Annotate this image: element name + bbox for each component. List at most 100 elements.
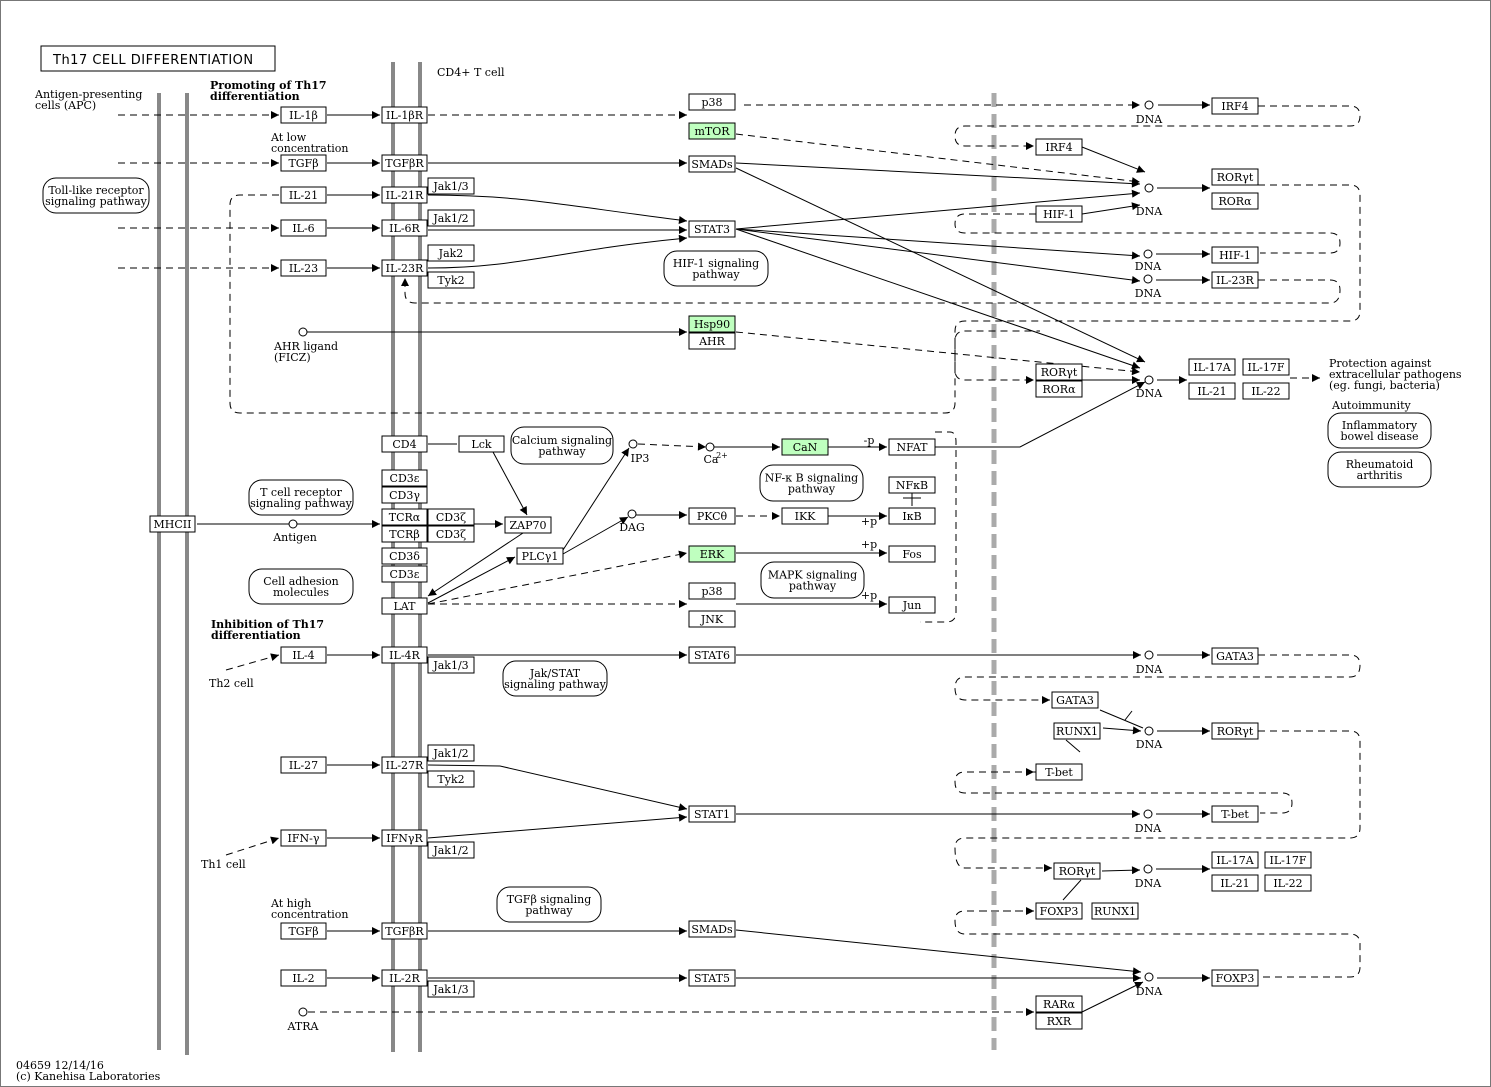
gene-jak12a[interactable]: Jak1/2 — [427, 209, 475, 227]
gene-gata3b[interactable]: GATA3 — [1051, 691, 1099, 709]
gene-cd3g[interactable]: CD3γ — [381, 486, 428, 504]
gene-foxp3a[interactable]: FOXP3 — [1035, 902, 1083, 920]
gene-il23rb[interactable]: IL-23R — [1211, 271, 1259, 289]
gene-rora2[interactable]: RORα — [1035, 380, 1083, 398]
gene-hif1b[interactable]: HIF-1 — [1211, 246, 1259, 264]
gene-jak13b[interactable]: Jak1/3 — [427, 656, 475, 674]
gene-il27r[interactable]: IL-27R — [381, 756, 428, 774]
gene-jak12c[interactable]: Jak1/2 — [427, 841, 475, 859]
gene-runx1b[interactable]: RUNX1 — [1091, 902, 1139, 920]
gene-mtor[interactable]: mTOR — [688, 122, 736, 140]
gene-tgfb2[interactable]: TGFβ — [280, 922, 327, 940]
gene-smads2[interactable]: SMADs — [688, 920, 736, 938]
gene-stat1[interactable]: STAT1 — [688, 805, 736, 823]
gene-plcg1[interactable]: PLCγ1 — [516, 547, 564, 565]
gene-jun[interactable]: Jun — [888, 596, 936, 614]
gene-cd3e2[interactable]: CD3ε — [381, 565, 428, 583]
gene-tbet1[interactable]: T-bet — [1035, 763, 1083, 781]
gene-il2r[interactable]: IL-2R — [381, 969, 428, 987]
gene-jak12b[interactable]: Jak1/2 — [427, 744, 475, 762]
gene-tbet2[interactable]: T-bet — [1211, 805, 1259, 823]
gene-il4[interactable]: IL-4 — [280, 646, 327, 664]
gene-il17a1[interactable]: IL-17A — [1188, 358, 1236, 376]
gene-can[interactable]: CaN — [781, 438, 829, 456]
gene-smads1[interactable]: SMADs — [688, 155, 736, 173]
gene-cd3e1[interactable]: CD3ε — [381, 469, 428, 487]
gene-cd3z2[interactable]: CD3ζ — [427, 525, 475, 543]
gene-il27[interactable]: IL-27 — [280, 756, 327, 774]
gene-mhcii[interactable]: MHCII — [149, 515, 196, 533]
gene-tgfbr2[interactable]: TGFβR — [381, 922, 428, 940]
gene-roryt1[interactable]: RORγt — [1211, 168, 1259, 186]
gene-tgfbr1[interactable]: TGFβR — [381, 154, 428, 172]
gene-stat5[interactable]: STAT5 — [688, 969, 736, 987]
gene-foxp3b[interactable]: FOXP3 — [1211, 969, 1259, 987]
gene-jak13c[interactable]: Jak1/3 — [427, 980, 475, 998]
gene-tyk2a[interactable]: Tyk2 — [427, 271, 475, 289]
gene-tyk2b[interactable]: Tyk2 — [427, 770, 475, 788]
gene-tcrb[interactable]: TCRβ — [381, 525, 428, 543]
gene-hif1a[interactable]: HIF-1 — [1035, 205, 1083, 223]
gene-ikk[interactable]: IKK — [781, 507, 829, 525]
gene-il6r[interactable]: IL-6R — [381, 219, 428, 237]
gene-il23r[interactable]: IL-23R — [381, 259, 428, 277]
gene-rxr[interactable]: RXR — [1035, 1012, 1083, 1030]
gene-rara[interactable]: RARα — [1035, 995, 1083, 1013]
gene-il6[interactable]: IL-6 — [280, 219, 327, 237]
gene-il4r[interactable]: IL-4R — [381, 646, 428, 664]
gene-runx1a[interactable]: RUNX1 — [1053, 722, 1101, 740]
gene-il22b[interactable]: IL-22 — [1264, 874, 1312, 892]
gene-p38a[interactable]: p38 — [688, 93, 736, 111]
gene-cd4[interactable]: CD4 — [381, 435, 428, 453]
gene-nfkb[interactable]: NFκB — [888, 476, 936, 494]
gene-il22a[interactable]: IL-22 — [1242, 382, 1290, 400]
gene-cd3d[interactable]: CD3δ — [381, 547, 428, 565]
gene-pkct[interactable]: PKCθ — [688, 507, 736, 525]
gene-il21[interactable]: IL-21 — [280, 186, 327, 204]
gene-stat6[interactable]: STAT6 — [688, 646, 736, 664]
gene-jak2[interactable]: Jak2 — [427, 244, 475, 262]
gene-irf4a[interactable]: IRF4 — [1211, 97, 1259, 115]
gene-il1br[interactable]: IL-1βR — [381, 106, 428, 124]
gene-il17a2[interactable]: IL-17A — [1211, 851, 1259, 869]
gene-roryt2[interactable]: RORγt — [1035, 363, 1083, 381]
gene-ikb[interactable]: IκB — [888, 507, 936, 525]
gene-tcra[interactable]: TCRα — [381, 508, 428, 526]
gene-lck[interactable]: Lck — [458, 435, 505, 453]
gene-fos[interactable]: Fos — [888, 545, 936, 563]
gene-il23[interactable]: IL-23 — [280, 259, 327, 277]
gene-stat3[interactable]: STAT3 — [688, 220, 736, 238]
gene-zap70[interactable]: ZAP70 — [504, 516, 552, 534]
gene-hsp90[interactable]: Hsp90 — [688, 315, 736, 333]
gene-ahr[interactable]: AHR — [688, 332, 736, 350]
gene-nfat[interactable]: NFAT — [888, 438, 936, 456]
gene-il21b[interactable]: IL-21 — [1188, 382, 1236, 400]
gene-irf4b[interactable]: IRF4 — [1035, 138, 1083, 156]
gene-cd3z1[interactable]: CD3ζ — [427, 508, 475, 526]
gene-il17f2[interactable]: IL-17F — [1264, 851, 1312, 869]
gene-il17f1[interactable]: IL-17F — [1242, 358, 1290, 376]
gene-gata3a[interactable]: GATA3 — [1211, 647, 1259, 665]
gene-jnk[interactable]: JNK — [688, 610, 736, 628]
gene-roryt3[interactable]: RORγt — [1211, 722, 1259, 740]
gene-il21r[interactable]: IL-21R — [381, 186, 428, 204]
gene-il21c[interactable]: IL-21 — [1211, 874, 1259, 892]
gene-tgfb1[interactable]: TGFβ — [280, 154, 327, 172]
gene-roryt4[interactable]: RORγt — [1053, 862, 1101, 880]
gene-ifngr[interactable]: IFNγR — [381, 829, 428, 847]
gene-lat[interactable]: LAT — [381, 597, 428, 615]
gene-rora1[interactable]: RORα — [1211, 192, 1259, 210]
gene-p38b[interactable]: p38 — [688, 582, 736, 600]
gene-ifng[interactable]: IFN-γ — [280, 829, 327, 847]
